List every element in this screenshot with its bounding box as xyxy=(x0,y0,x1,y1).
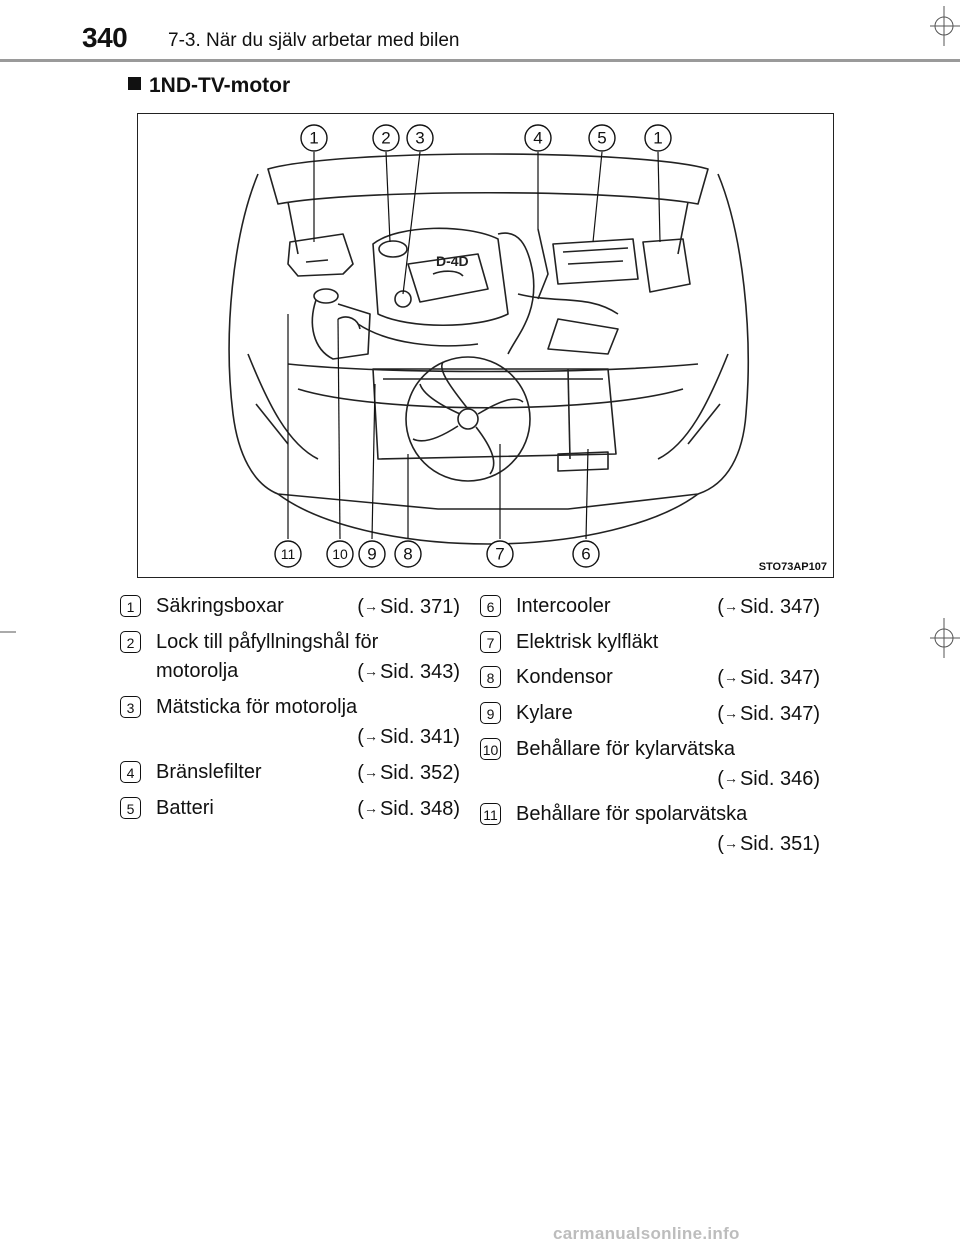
callout-9: 9 xyxy=(367,545,376,564)
legend-row: Intercooler (→Sid. 347) xyxy=(516,592,820,622)
page-reference: (→Sid. 348) xyxy=(357,798,460,820)
section-heading: 1ND-TV-motor xyxy=(128,74,290,98)
legend-entry: 1 Säkringsboxar (→Sid. 371) xyxy=(120,592,460,622)
arrow-right-icon: → xyxy=(723,770,738,786)
figure-code: STO73AP107 xyxy=(758,561,827,573)
legend-entry: 4 Bränslefilter (→Sid. 352) xyxy=(120,758,460,788)
legend-label: Kondensor xyxy=(516,666,613,688)
callout-4: 4 xyxy=(533,129,542,148)
item-number-badge: 10 xyxy=(480,738,501,760)
legend-label: Intercooler xyxy=(516,595,611,617)
page-reference: (→Sid. 352) xyxy=(357,762,460,784)
legend-entry: 5 Batteri (→Sid. 348) xyxy=(120,794,460,824)
callout-8: 8 xyxy=(403,545,412,564)
page-reference: (→Sid. 343) xyxy=(357,661,460,683)
section-title: 1ND-TV-motor xyxy=(149,74,291,97)
legend-row: Kylare (→Sid. 347) xyxy=(516,699,820,729)
legend-label: Behållare för spolarvätska xyxy=(516,803,748,825)
arrow-right-icon: → xyxy=(363,598,378,614)
legend-row: Lock till påfyllningshål för xyxy=(156,628,460,657)
legend-label: Elektrisk kylfläkt xyxy=(516,631,659,653)
page-reference: (→Sid. 347) xyxy=(717,667,820,689)
callout-3: 3 xyxy=(415,129,424,148)
item-number-badge: 2 xyxy=(120,631,141,653)
callout-1: 1 xyxy=(309,129,318,148)
legend-label: Batteri xyxy=(156,797,214,819)
engine-illustration: D-4D xyxy=(228,124,749,568)
registration-mark-icon xyxy=(930,6,960,46)
square-bullet-icon xyxy=(128,77,141,90)
crop-mark-icon xyxy=(0,631,16,633)
arrow-right-icon: → xyxy=(723,598,738,614)
page-reference: (→Sid. 371) xyxy=(357,596,460,618)
arrow-right-icon: → xyxy=(363,728,378,744)
legend-entry: 10 Behållare för kylarvätska (→Sid. 346) xyxy=(480,735,820,794)
legend-row: Kondensor (→Sid. 347) xyxy=(516,663,820,693)
legend-row: (→Sid. 341) xyxy=(156,722,460,752)
page-reference: (→Sid. 341) xyxy=(357,726,460,748)
legend-row: motorolja (→Sid. 343) xyxy=(156,657,460,687)
callout-1b: 1 xyxy=(653,129,662,148)
item-number-badge: 5 xyxy=(120,797,141,819)
item-number-badge: 11 xyxy=(480,803,501,825)
legend-label: Kylare xyxy=(516,702,573,724)
legend-left: 1 Säkringsboxar (→Sid. 371) 2 Lock till påfy… xyxy=(120,592,460,830)
legend-row: Batteri (→Sid. 348) xyxy=(156,794,460,824)
legend-row: Säkringsboxar (→Sid. 371) xyxy=(156,592,460,622)
legend-label: motorolja xyxy=(156,660,239,682)
legend-label: Säkringsboxar xyxy=(156,595,284,617)
callout-2: 2 xyxy=(381,129,390,148)
legend-entry: 11 Behållare för spolarvätska (→Sid. 351) xyxy=(480,800,820,859)
legend-row: Elektrisk kylfläkt xyxy=(516,628,820,657)
page-reference: (→Sid. 347) xyxy=(717,596,820,618)
callout-11: 11 xyxy=(281,546,296,562)
engine-badge-text: D-4D xyxy=(436,253,469,269)
registration-mark-icon xyxy=(930,618,960,658)
legend-row: Mätsticka för motorolja xyxy=(156,693,460,722)
legend-row: Bränslefilter (→Sid. 352) xyxy=(156,758,460,788)
legend-label: Bränslefilter xyxy=(156,761,262,783)
page-reference: (→Sid. 347) xyxy=(717,703,820,725)
callout-7: 7 xyxy=(495,545,504,564)
arrow-right-icon: → xyxy=(363,800,378,816)
arrow-right-icon: → xyxy=(723,669,738,685)
chapter-title: 7-3. När du själv arbetar med bilen xyxy=(168,30,460,51)
legend-entry: 8 Kondensor (→Sid. 347) xyxy=(480,663,820,693)
header-rule xyxy=(0,59,960,62)
legend-entry: 3 Mätsticka för motorolja (→Sid. 341) xyxy=(120,693,460,752)
item-number-badge: 9 xyxy=(480,702,501,724)
item-number-badge: 3 xyxy=(120,696,141,718)
legend-row: Behållare för kylarvätska xyxy=(516,735,820,764)
item-number-badge: 4 xyxy=(120,761,141,783)
arrow-right-icon: → xyxy=(723,705,738,721)
legend-entry: 9 Kylare (→Sid. 347) xyxy=(480,699,820,729)
legend-row: (→Sid. 351) xyxy=(516,829,820,859)
arrow-right-icon: → xyxy=(723,835,738,851)
page-number: 340 xyxy=(82,22,128,53)
arrow-right-icon: → xyxy=(363,663,378,679)
item-number-badge: 6 xyxy=(480,595,501,617)
arrow-right-icon: → xyxy=(363,764,378,780)
page-reference: (→Sid. 346) xyxy=(717,768,820,790)
legend-label: Mätsticka för motorolja xyxy=(156,696,358,718)
engine-compartment-figure: D-4D xyxy=(137,113,834,578)
item-number-badge: 8 xyxy=(480,666,501,688)
legend-row: (→Sid. 346) xyxy=(516,764,820,794)
legend-entry: 2 Lock till påfyllningshål för motorolja (→… xyxy=(120,628,460,687)
legend-entry: 6 Intercooler (→Sid. 347) xyxy=(480,592,820,622)
legend-label: Behållare för kylarvätska xyxy=(516,738,735,760)
item-number-badge: 7 xyxy=(480,631,501,653)
callout-6: 6 xyxy=(581,545,590,564)
page-reference: (→Sid. 351) xyxy=(717,833,820,855)
legend-label: Lock till påfyllningshål för xyxy=(156,631,379,653)
item-number-badge: 1 xyxy=(120,595,141,617)
callout-5: 5 xyxy=(597,129,606,148)
legend-row: Behållare för spolarvätska xyxy=(516,800,820,829)
watermark: carmanualsonline.info xyxy=(553,1224,740,1243)
legend-entry: 7 Elektrisk kylfläkt xyxy=(480,628,820,657)
callout-10: 10 xyxy=(332,546,348,562)
legend-right: 6 Intercooler (→Sid. 347) 7 Elektrisk kylflä… xyxy=(480,592,820,865)
